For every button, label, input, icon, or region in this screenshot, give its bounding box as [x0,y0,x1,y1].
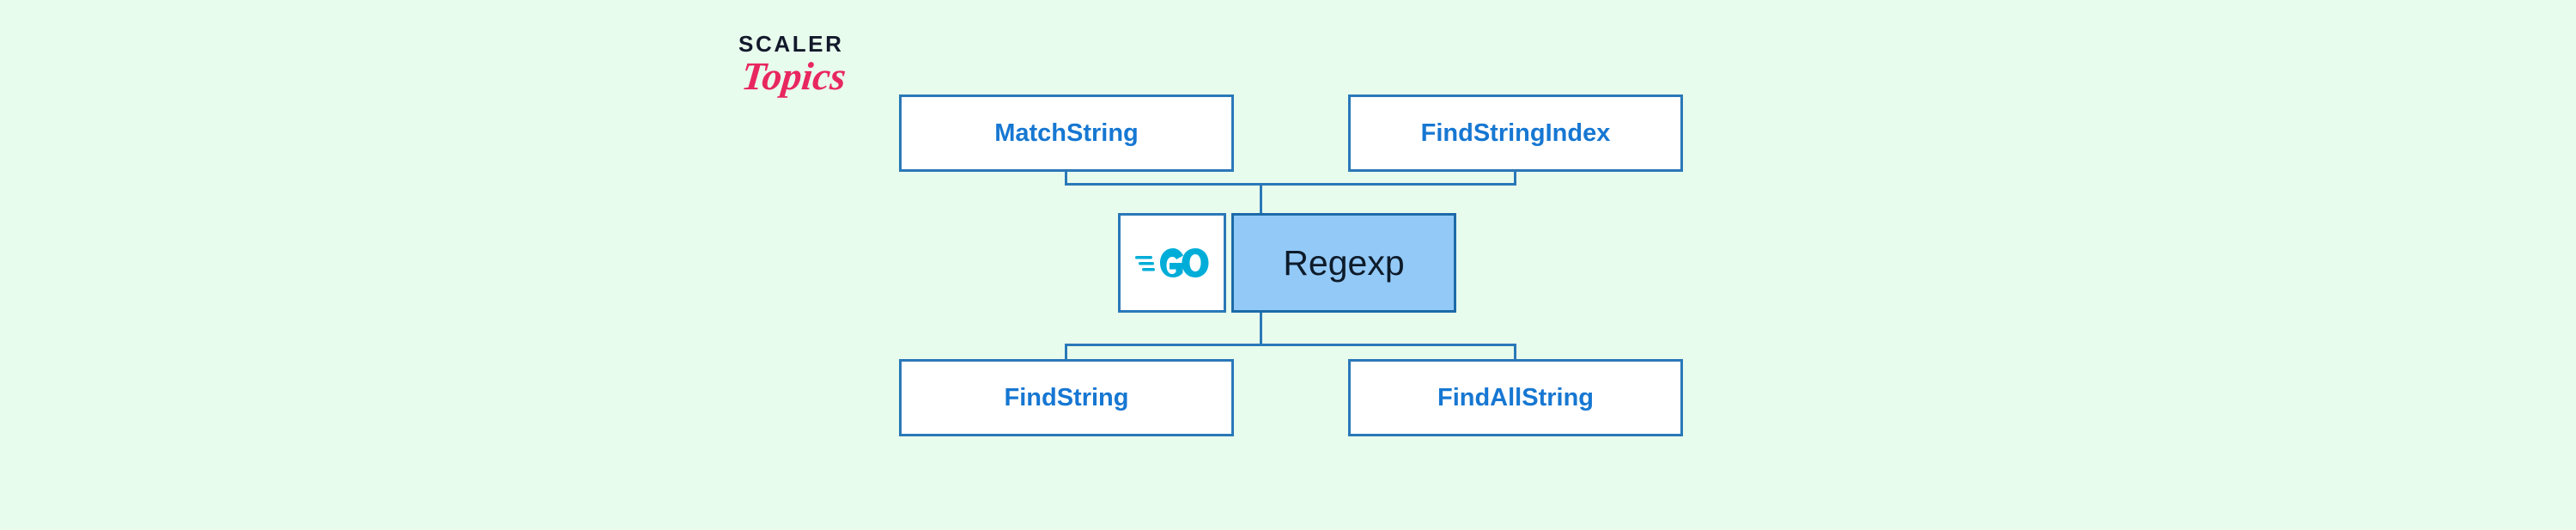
node-match-string-label: MatchString [994,119,1139,147]
logo-secondary-text: Topics [739,54,848,98]
connector-matchstring-stub [1065,172,1067,185]
logo-primary-text: SCALER [738,31,844,57]
node-regexp-label: Regexp [1283,242,1405,283]
node-match-string[interactable]: MatchString [899,94,1234,172]
connector-top-drop-to-center [1260,183,1262,215]
node-find-string-index-label: FindStringIndex [1420,119,1611,147]
node-find-string-index[interactable]: FindStringIndex [1348,94,1683,172]
node-regexp-center[interactable]: Regexp [1231,213,1456,313]
connector-center-drop-to-bottom [1260,311,1262,345]
connector-findstring-stub [1065,344,1067,361]
go-logo-tile [1118,213,1226,313]
connector-top-bus [1065,183,1516,186]
go-gopher-logo-icon [1135,243,1209,283]
scaler-topics-logo: SCALER Topics [738,33,884,114]
connector-findallstring-stub [1514,344,1516,361]
node-find-all-string-label: FindAllString [1437,383,1595,411]
connector-findstringindex-stub [1514,172,1516,185]
node-find-string[interactable]: FindString [899,359,1234,436]
node-find-all-string[interactable]: FindAllString [1348,359,1683,436]
node-find-string-label: FindString [1004,383,1129,411]
connector-bottom-bus [1065,344,1516,346]
